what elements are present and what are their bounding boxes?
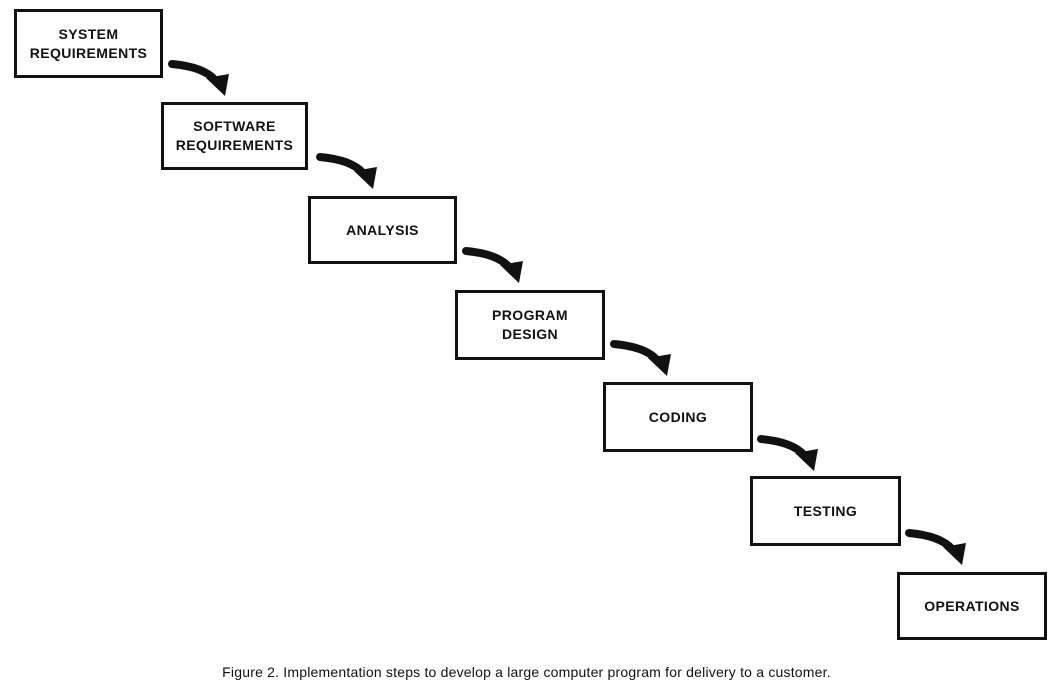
flow-arrow-2: [316, 153, 377, 189]
flow-arrow-1: [168, 60, 229, 96]
step-operations: OPERATIONS: [897, 572, 1047, 640]
step-analysis: ANALYSIS: [308, 196, 457, 264]
step-label: TESTING: [793, 502, 858, 519]
step-label: OPERATIONS: [924, 597, 1020, 614]
step-software-requirements: SOFTWARE REQUIREMENTS: [161, 102, 308, 170]
flow-arrow-3: [462, 247, 523, 283]
step-label: SYSTEM REQUIREMENTS: [29, 25, 148, 61]
figure-caption: Figure 2. Implementation steps to develo…: [222, 664, 831, 680]
flow-arrow-6: [905, 529, 966, 565]
step-testing: TESTING: [750, 476, 901, 546]
step-system-requirements: SYSTEM REQUIREMENTS: [14, 9, 163, 78]
flow-arrow-5: [757, 435, 818, 471]
step-label: PROGRAM DESIGN: [492, 307, 568, 342]
step-label: CODING: [648, 408, 708, 425]
flow-arrow-4: [610, 340, 671, 376]
step-label: SOFTWARE REQUIREMENTS: [175, 118, 294, 153]
step-label: ANALYSIS: [346, 221, 419, 238]
step-program-design: PROGRAM DESIGN: [455, 290, 605, 360]
step-coding: CODING: [603, 382, 753, 452]
